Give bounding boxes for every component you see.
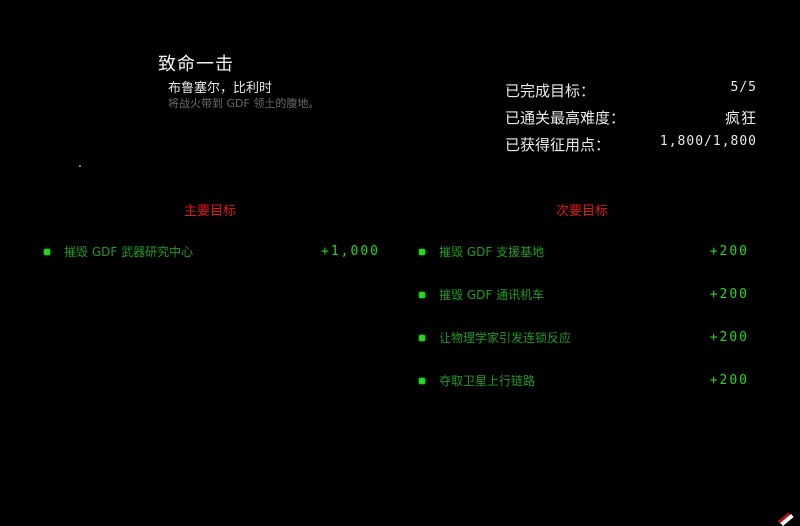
objective-complete-icon — [419, 291, 425, 298]
stat-label: 已通关最高难度： — [505, 109, 626, 127]
objective-item: 摧毁 GDF 通讯机车 +200 — [419, 273, 749, 316]
objective-item: 摧毁 GDF 支援基地 +200 — [419, 230, 749, 273]
objective-complete-icon — [44, 248, 50, 255]
corner-slash-icon — [780, 513, 794, 526]
stat-value: 1,800/1,800 — [659, 134, 757, 149]
objective-complete-icon — [419, 334, 425, 341]
objective-complete-icon — [419, 377, 425, 384]
stat-value: 5/5 — [730, 80, 757, 95]
secondary-objectives-list: 摧毁 GDF 支援基地 +200 摧毁 GDF 通讯机车 +200 让物理学家引… — [419, 230, 749, 402]
mission-title: 致命一击 — [158, 54, 234, 75]
objective-label: 摧毁 GDF 通讯机车 — [439, 288, 545, 302]
primary-objectives-heading: 主要目标 — [183, 204, 236, 219]
stat-label: 已完成目标： — [505, 82, 596, 100]
objective-points: +200 — [709, 244, 749, 259]
objective-label: 让物理学家引发连锁反应 — [439, 331, 572, 345]
stat-label: 已获得征用点： — [505, 136, 611, 154]
map-marker-icon — [79, 165, 81, 167]
stat-requisition-points: 已获得征用点： 1,800/1,800 — [505, 134, 757, 161]
objective-points: +200 — [709, 373, 749, 388]
secondary-objectives-heading: 次要目标 — [555, 204, 608, 219]
objective-points: +1,000 — [321, 244, 380, 259]
stat-value: 疯狂 — [724, 109, 757, 127]
objective-label: 夺取卫星上行链路 — [439, 374, 536, 388]
objective-points: +200 — [709, 330, 749, 345]
stat-highest-difficulty: 已通关最高难度： 疯狂 — [505, 107, 757, 134]
mission-description: 将战火带到 GDF 领土的腹地。 — [168, 97, 320, 110]
mission-location: 布鲁塞尔，比利时 — [168, 81, 273, 96]
objective-item: 夺取卫星上行链路 +200 — [419, 359, 749, 402]
objective-item: 摧毁 GDF 武器研究中心 +1,000 — [44, 230, 380, 273]
objective-label: 摧毁 GDF 支援基地 — [439, 245, 545, 259]
primary-objectives-list: 摧毁 GDF 武器研究中心 +1,000 — [44, 230, 380, 273]
objective-complete-icon — [419, 248, 425, 255]
objective-label: 摧毁 GDF 武器研究中心 — [64, 245, 194, 259]
stat-objectives-completed: 已完成目标： 5/5 — [505, 80, 757, 107]
mission-stats: 已完成目标： 5/5 已通关最高难度： 疯狂 已获得征用点： 1,800/1,8… — [505, 80, 757, 161]
objective-points: +200 — [709, 287, 749, 302]
objective-item: 让物理学家引发连锁反应 +200 — [419, 316, 749, 359]
